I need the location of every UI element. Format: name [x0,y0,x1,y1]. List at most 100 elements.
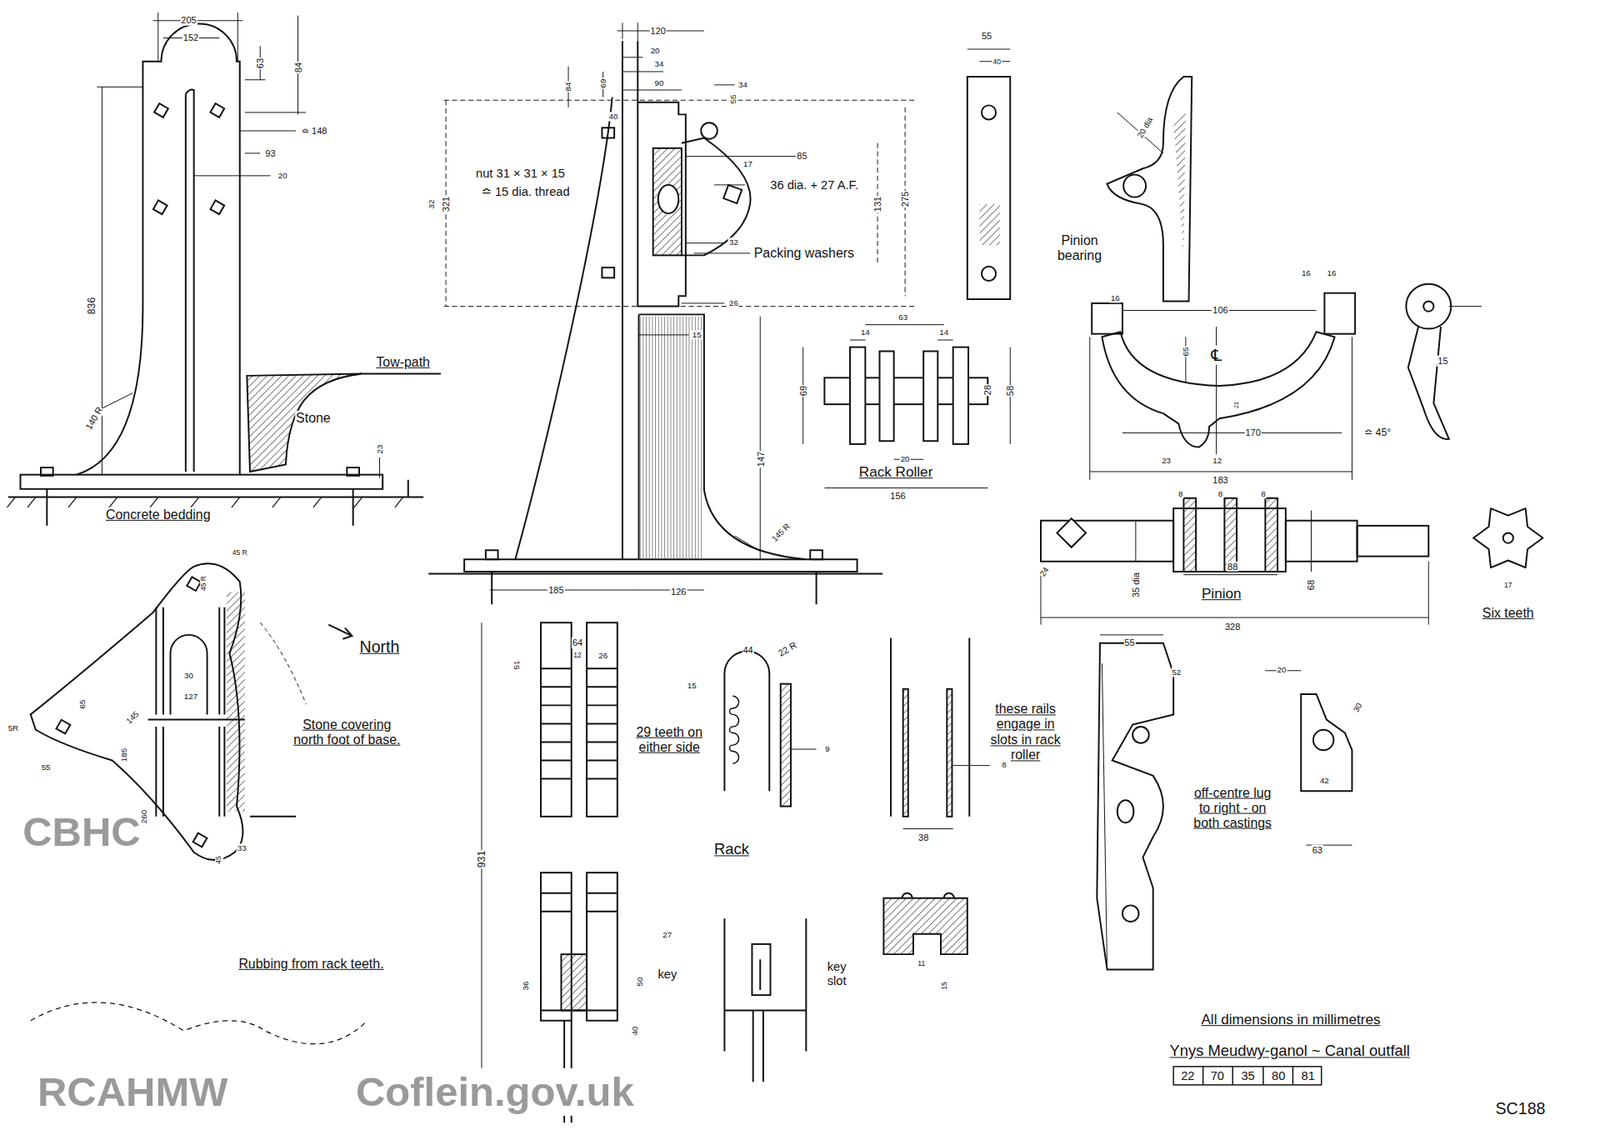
sluice-frame-elevation-line [653,148,682,256]
annotation-note: Stone covering north foot of base. [290,717,405,749]
bearing-casting-line [1313,730,1334,750]
dimension-label: 11 [916,960,926,969]
annotation-note: Stone [295,410,332,426]
rack-roller-line [850,347,865,445]
annotation-note: Pinion [1200,585,1243,603]
drawing-def-line [1040,510,1429,625]
dimension-label: 145 [124,708,142,726]
annotation-note: Six teeth [1481,605,1535,621]
dimension-label: 15 [691,330,703,340]
post-elevation-line [154,103,169,118]
dimension-label: 88 [1226,560,1239,572]
dimension-label: 16 [1326,269,1338,279]
watermark: Coflein.gov.uk [355,1068,635,1115]
bearing-casting-line [1100,635,1352,845]
bearing-bracket-line [1405,284,1451,330]
bearing-casting-line [1300,694,1352,791]
sluice-frame-elevation-line [428,572,883,575]
dimension-label: 34 [654,60,665,70]
rack-line [724,650,770,791]
bearing-casting [1096,635,1352,970]
dimension-label: 45 R [231,549,249,558]
dimension-label: 126 [670,586,687,598]
sluice-frame-elevation-line [485,550,499,560]
dimension-label: 20 [900,454,911,464]
pinion [1040,498,1543,625]
dimension-label: 9 [824,744,830,754]
bearing-bracket-line [1449,305,1482,307]
rack-line [540,893,618,912]
dimension-label: 21 [1233,400,1240,410]
rack-line [901,893,954,899]
dimension-label: 58 [1005,385,1016,397]
dimension-label: ≏ 148 [300,125,329,136]
dimension-label: 64 [571,637,584,649]
bearing-bracket [1090,284,1482,480]
base-plan-line [226,591,245,811]
dimension-label: 17 [1503,581,1514,590]
dimension-label: 275 [900,190,911,208]
annotation-note: ≏ 15 dia. thread [480,185,571,200]
dimension-label: 69 [797,385,809,397]
bearing-bracket-line [1423,300,1434,311]
post-elevation-line [153,200,168,215]
dimension-label: 28 [982,384,994,396]
dimension-label: 84 [292,61,304,74]
rack-line [890,638,970,817]
bearing-bracket-line [1408,326,1450,440]
sluice-frame-elevation-line [637,102,686,307]
sluice-frame-elevation-line [810,550,823,560]
rack-roller [803,325,1011,489]
rack-line [586,872,618,1021]
dimension-label: 836 [85,296,98,315]
sluice-frame-elevation-line [700,122,718,140]
pinion-line [1285,520,1358,562]
dimension-label: 23 [375,443,385,455]
pinion-bearing-line [1173,112,1186,255]
dimension-label: 12 [572,651,583,660]
sluice-frame-elevation-line [491,571,816,605]
watermark: RCAHMW [36,1068,229,1115]
post-elevation-line [40,467,54,476]
bearing-casting-line [1101,663,1107,970]
dimension-label: 22 R [775,639,800,660]
rack-line [751,944,770,995]
dimension-label: 30 [1350,700,1364,715]
drawing-def [1040,510,1429,625]
dimension-label: 15 [686,680,698,690]
dimension-label: 20 [277,170,289,180]
title-block-line [1173,1066,1322,1085]
dimension-label: 33 [236,843,248,853]
drawing-def [96,12,380,478]
dimension-label: 321 [440,195,452,213]
dimension-label: 23 [1160,456,1172,466]
drawing-def-line [490,316,760,590]
post-elevation-line [346,467,360,476]
post-elevation-line [362,373,441,497]
pinion-line [1265,498,1278,572]
drawing-def-line [803,325,1011,489]
dimension-label: 50 [635,976,645,988]
pinion-line [1357,525,1430,557]
dimension-label: 51 [511,660,521,671]
annotation-note: 70 [1210,1068,1225,1083]
rack-roller-line [953,347,969,445]
base-plan-line [260,622,306,705]
pinion-line [1503,532,1514,543]
dimension-label: 328 [1224,621,1241,633]
dimension-label: 131 [872,195,884,213]
dimension-label: 40 [630,1025,640,1036]
dimension-label: 127 [183,692,199,702]
dimension-label: 156 [889,490,906,502]
annotation-note: North [359,637,401,657]
dimension-label: 24 [1036,564,1051,579]
annotation-note: Pinion bearing [1043,232,1117,264]
post-elevation-line [7,497,404,508]
dimension-label: 65 [78,698,88,710]
pinion-line [1056,518,1086,548]
annotation-note: All dimensions in millimetres [1200,1012,1381,1030]
dimension-label: 40 [607,111,619,121]
annotation-note: these rails engage in slots in rack roll… [984,702,1068,764]
sluice-frame-elevation-line [622,40,638,560]
